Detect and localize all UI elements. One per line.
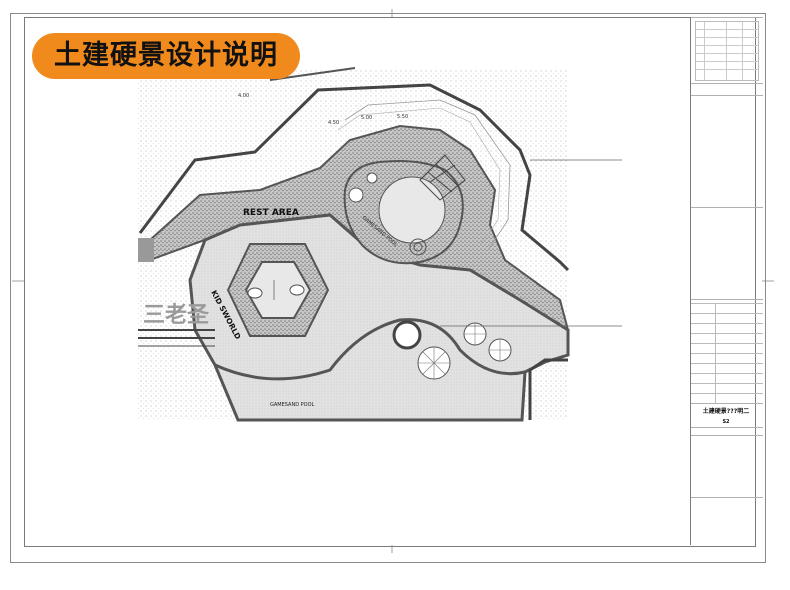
round-feature-ring <box>392 320 422 350</box>
contour-lines <box>344 99 511 251</box>
title-badge: 土建硬景设计说明 <box>32 33 300 79</box>
dimension-450: 4.50 <box>328 120 339 126</box>
boundary-wall <box>138 83 570 272</box>
dimension-550: 5.50 <box>397 114 408 120</box>
dimension-400: 4.00 <box>238 93 249 99</box>
curved-edge <box>214 318 526 381</box>
drawing-name: 土建硬景???明二 <box>702 408 750 415</box>
lower-right-wall <box>528 358 568 420</box>
label-rest-area: REST AREA <box>243 208 299 218</box>
left-planter <box>138 238 154 262</box>
info-grid <box>691 303 763 403</box>
title-block <box>690 17 763 545</box>
sheet-number: S2 <box>722 419 730 425</box>
sheet-outer-border <box>10 13 766 563</box>
label-gamesand-pool-lower: GAMESAND POOL <box>270 402 315 408</box>
revision-table <box>695 21 759 81</box>
svg-text:三老圣: 三老圣 <box>143 303 210 328</box>
climbing-frame <box>419 154 466 201</box>
dimension-500: 5.00 <box>361 115 372 121</box>
sheet-inner-border <box>24 17 756 547</box>
